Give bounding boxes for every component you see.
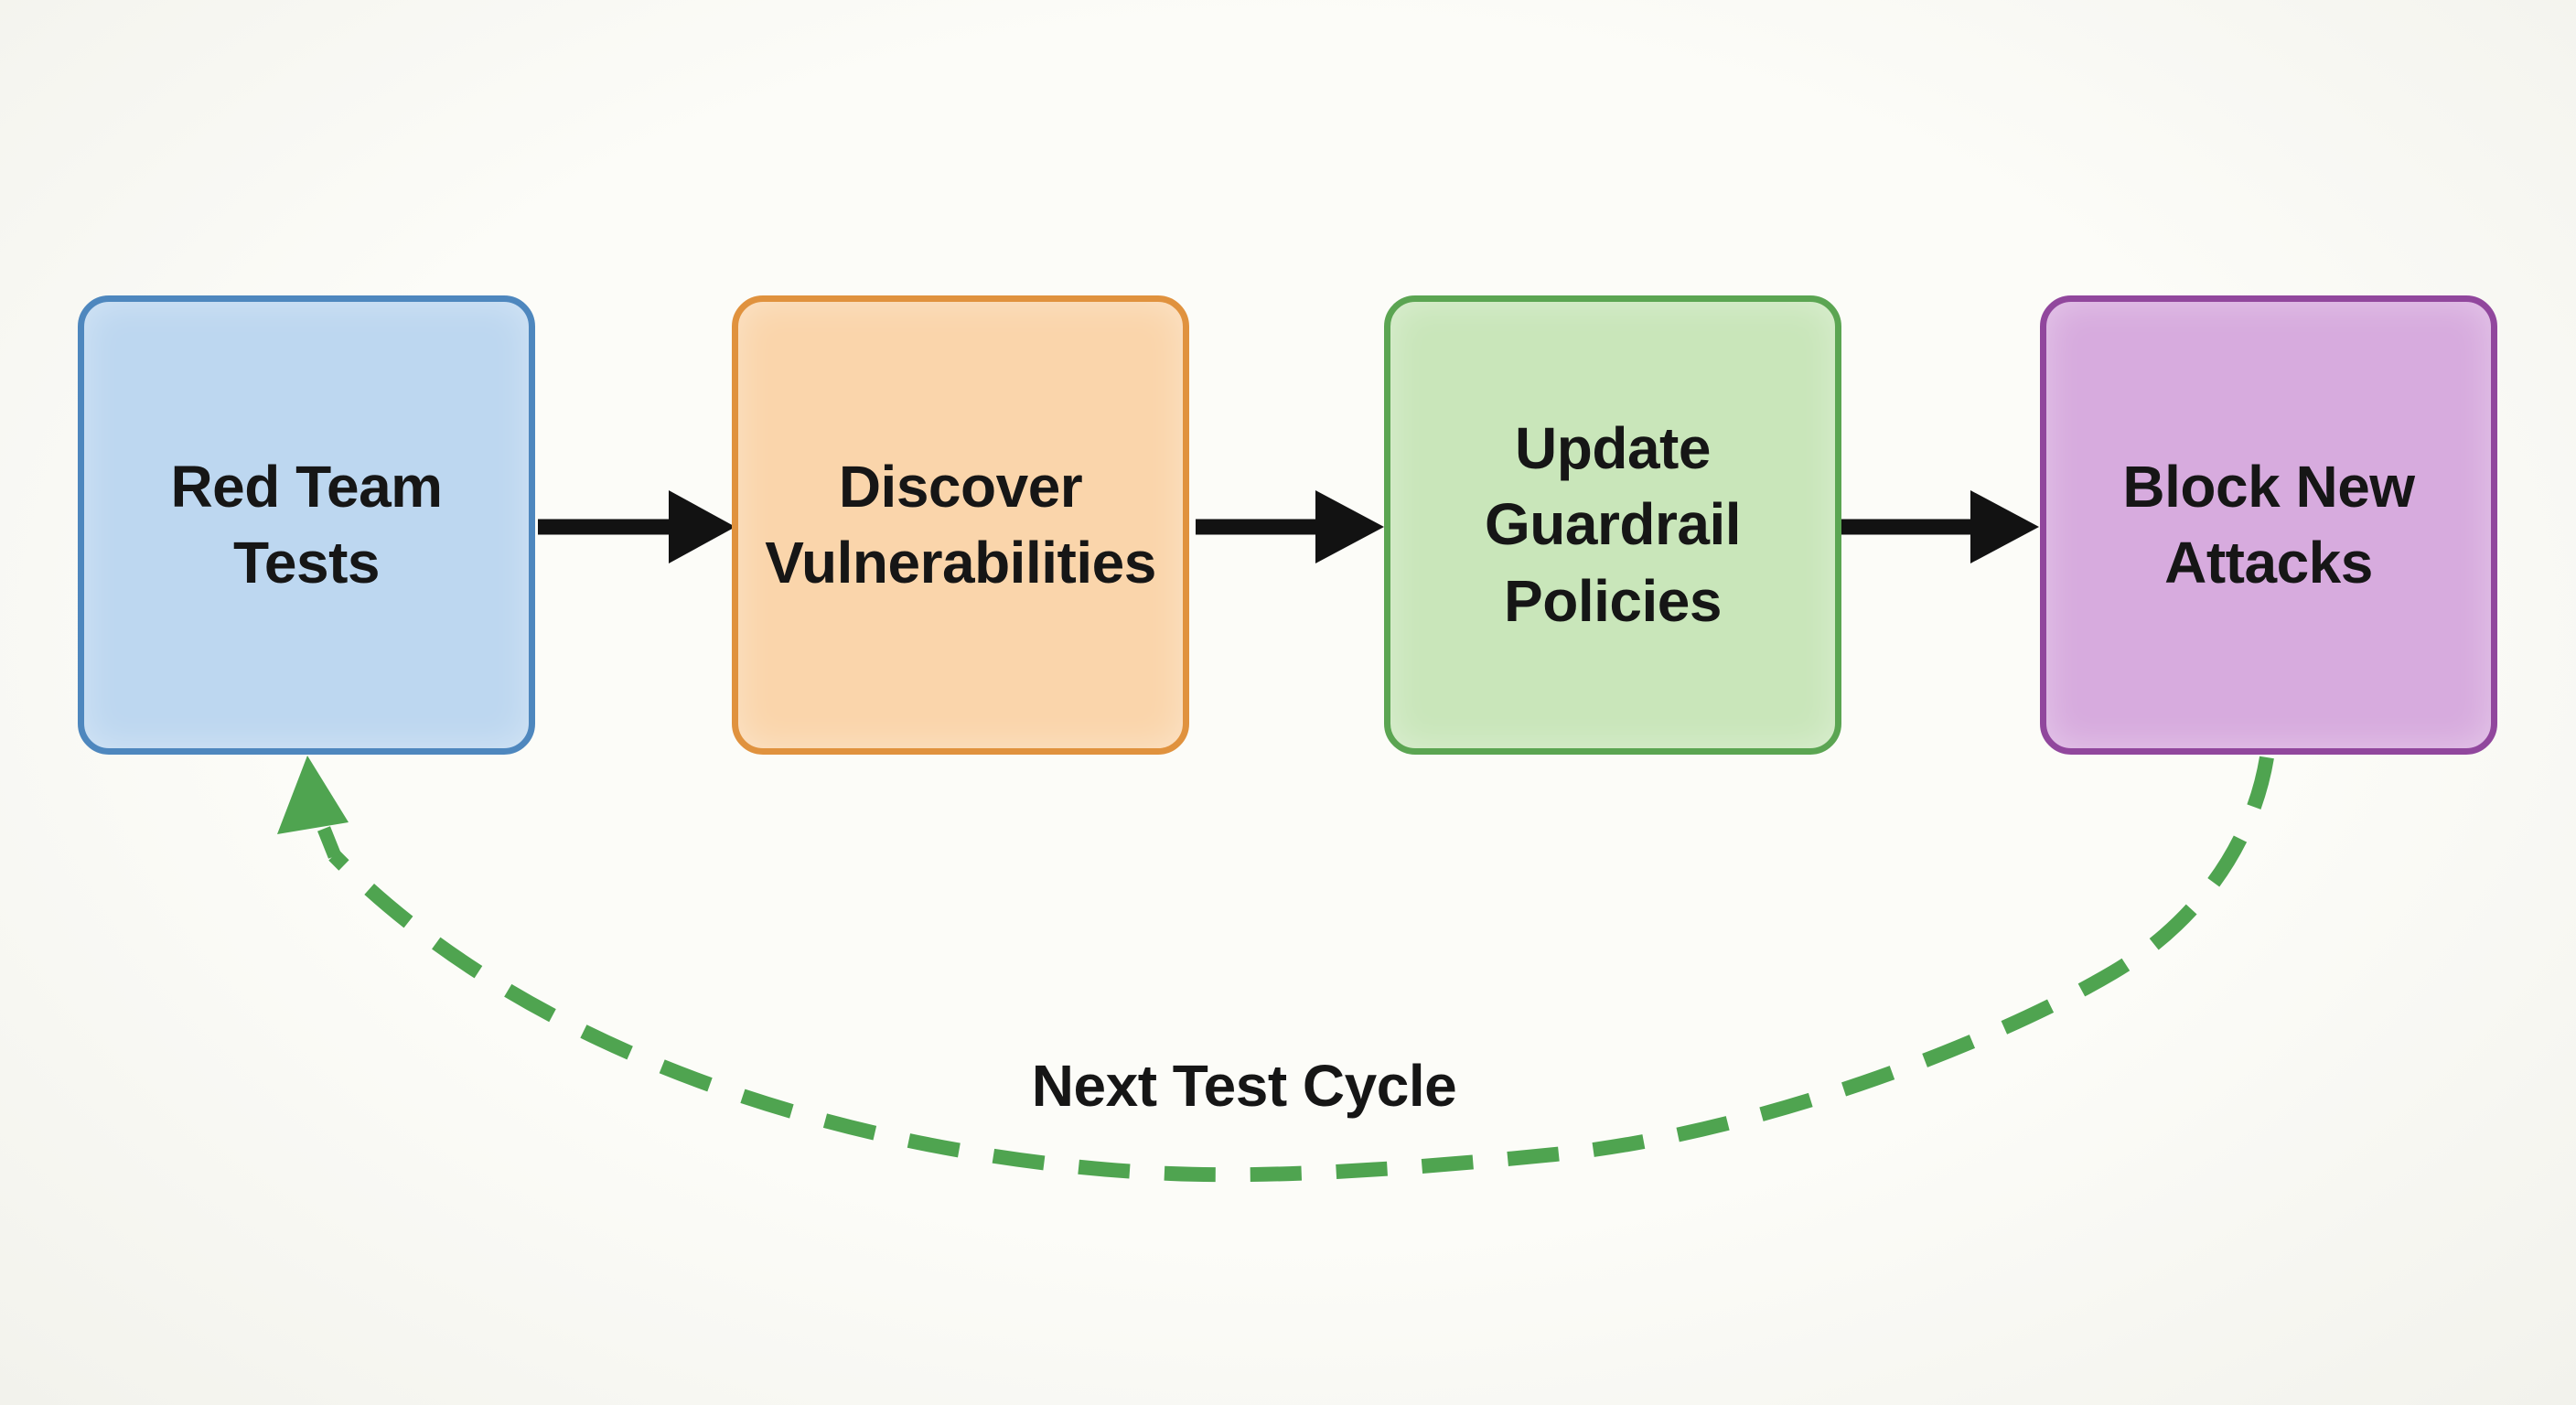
flow-arrow-2-head-icon [1315,490,1384,563]
node-discover-vulnerabilities: Discover Vulnerabilities [732,295,1189,755]
cycle-feedback-arrow [277,756,2274,1183]
flow-arrow-3 [1841,490,2039,563]
cycle-arrow-stub [317,826,341,859]
cycle-label: Next Test Cycle [1031,1053,1457,1119]
cycle-dashed-curve [328,756,2274,1183]
flow-arrow-3-head-icon [1970,490,2039,563]
node-update-guardrail-policies-label: Update Guardrail Policies [1484,415,1742,634]
node-red-team-tests-label: Red Team Tests [170,453,443,595]
flow-arrow-1-head-icon [669,490,735,563]
flow-arrow-2 [1196,490,1384,563]
node-update-guardrail-policies: Update Guardrail Policies [1384,295,1841,755]
node-red-team-tests: Red Team Tests [78,295,535,755]
node-discover-vulnerabilities-label: Discover Vulnerabilities [765,453,1156,595]
node-block-new-attacks: Block New Attacks [2040,295,2497,755]
cycle-arrowhead-icon [277,756,349,834]
node-block-new-attacks-label: Block New Attacks [2122,453,2415,595]
flow-arrow-1 [538,490,735,563]
